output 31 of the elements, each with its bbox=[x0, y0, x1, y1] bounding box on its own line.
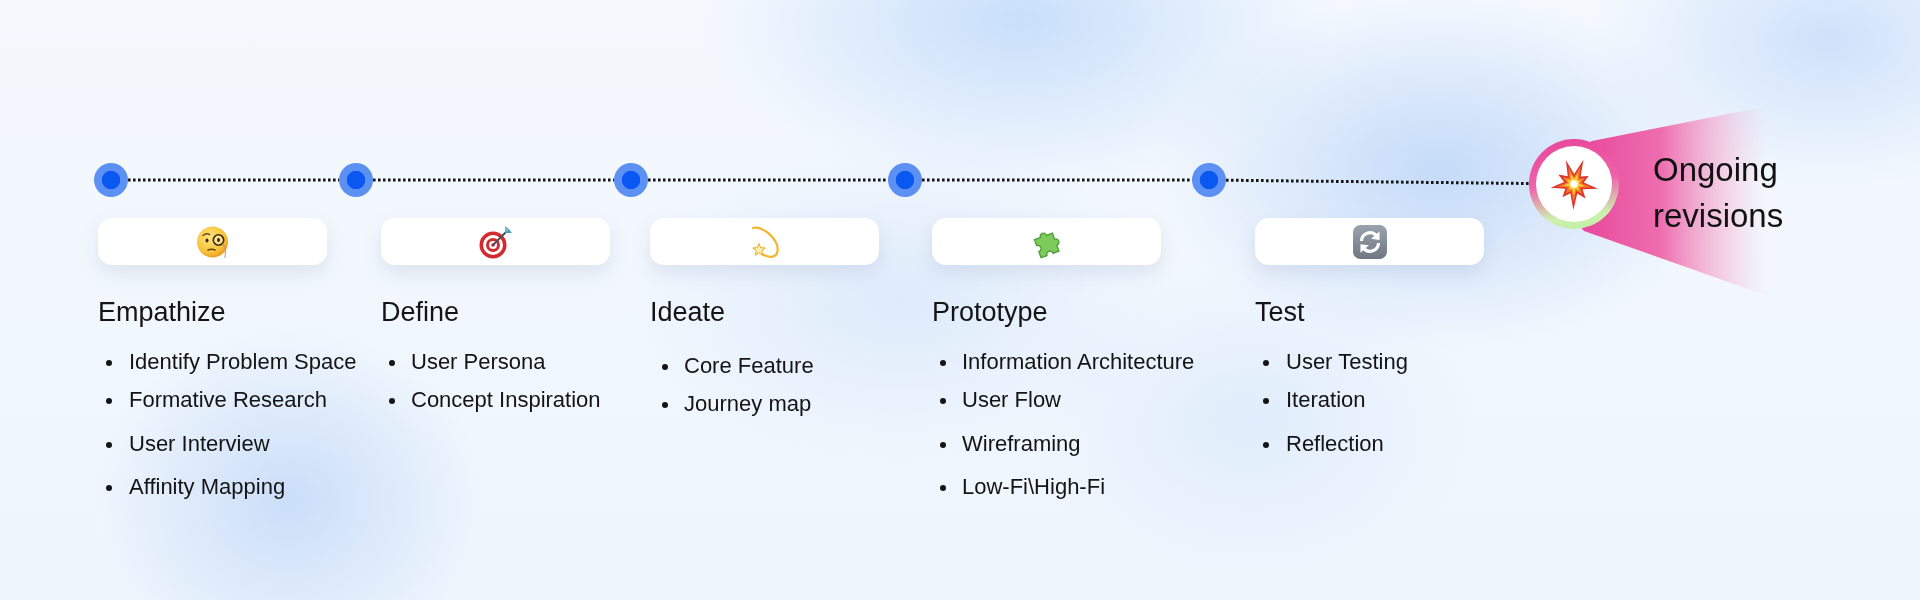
list-item: Journey map bbox=[684, 391, 812, 417]
list-item: Identify Problem Space bbox=[129, 349, 357, 375]
list-item: User Testing bbox=[1286, 349, 1408, 375]
timeline-dot bbox=[614, 163, 648, 197]
stage-heading: Test bbox=[1255, 296, 1305, 328]
stage-heading: Empathize bbox=[98, 296, 226, 328]
stage-heading: Define bbox=[381, 296, 460, 328]
list-item: Reflection bbox=[1286, 431, 1384, 457]
list-item: User Flow bbox=[962, 387, 1061, 413]
timeline-connector bbox=[922, 178, 1192, 182]
list-item: Information Architecture bbox=[962, 349, 1195, 375]
milestone-label: Ongoing revisions bbox=[1653, 150, 1784, 236]
timeline-dot bbox=[1192, 163, 1226, 197]
timeline-dot bbox=[888, 163, 922, 197]
timeline-connector bbox=[373, 178, 614, 182]
list-item: Formative Research bbox=[129, 387, 328, 413]
list-item: User Persona bbox=[411, 349, 546, 375]
list-item: Affinity Mapping bbox=[129, 474, 286, 500]
timeline-connector bbox=[648, 178, 888, 182]
list-item: Iteration bbox=[1286, 387, 1366, 413]
list-item: Wireframing bbox=[962, 431, 1081, 457]
timeline-dot bbox=[94, 163, 128, 197]
list-item: Concept Inspiration bbox=[411, 387, 601, 413]
stage-heading: Prototype bbox=[932, 296, 1048, 328]
list-item: User Interview bbox=[129, 431, 270, 457]
timeline-connector bbox=[1226, 178, 1529, 185]
list-item: Core Feature bbox=[684, 353, 814, 379]
stage-heading: Ideate bbox=[650, 296, 726, 328]
timeline-dot bbox=[339, 163, 373, 197]
list-item: Low-Fi\High-Fi bbox=[962, 474, 1106, 500]
timeline-connector bbox=[128, 178, 339, 182]
